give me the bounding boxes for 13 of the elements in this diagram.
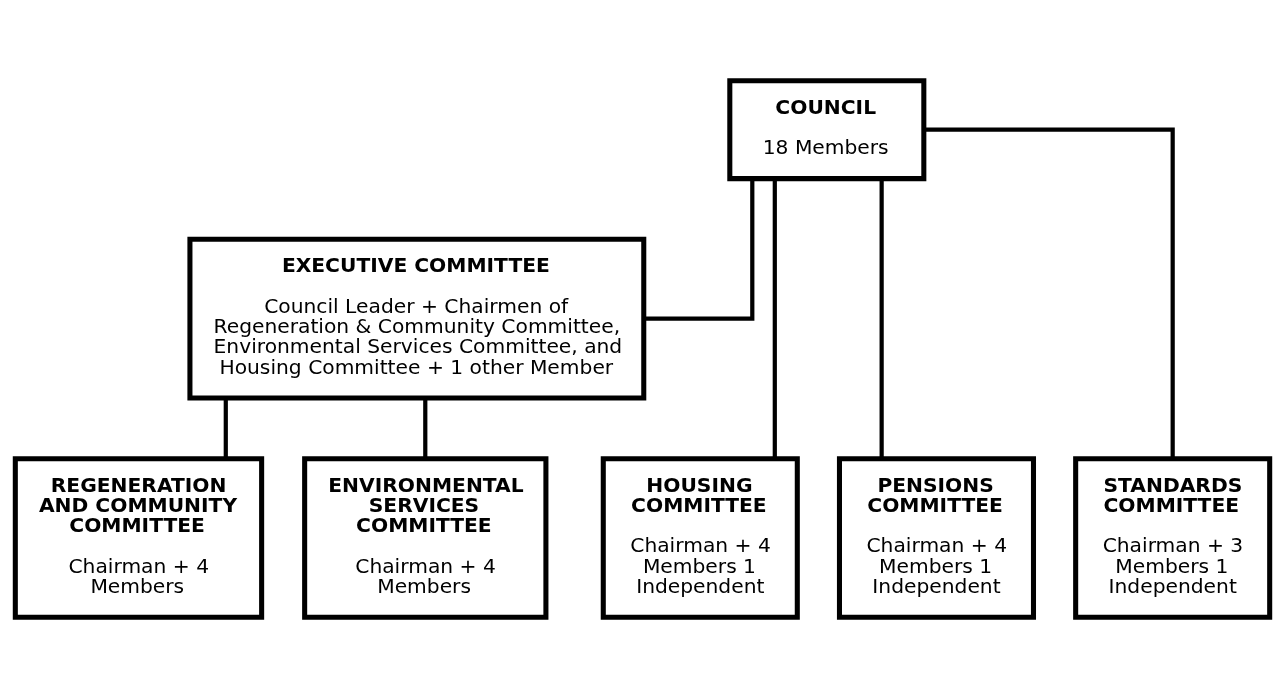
node-box: STANDARDS COMMITTEE Chairman + 3 Members 1 Independent — [1073, 455, 1273, 620]
connector — [643, 178, 755, 321]
node-box: COUNCIL 18 Members — [727, 77, 927, 181]
node-box: PENSIONS COMMITTEE Chairman + 4 Members 1 Independent — [836, 455, 1036, 620]
connector — [772, 178, 777, 458]
connector — [223, 397, 228, 459]
connector — [924, 127, 1175, 458]
node-box: ENVIRONMENTAL SERVICES COMMITTEE Chairman + 4 Members — [302, 455, 549, 620]
connector — [423, 397, 428, 459]
connector — [879, 178, 884, 458]
node-box: HOUSING COMMITTEE Chairman + 4 Members 1 Independent — [600, 455, 800, 620]
node-box: EXECUTIVE COMMITTEE Council Leader + Chairmen of Regeneration & Community Committee, Environmental Services Committee, and Housing Committee + 1 other Member — [187, 236, 647, 400]
node-box: REGENERATION AND COMMUNITY COMMITTEE Chairman + 4 Members — [12, 455, 265, 620]
